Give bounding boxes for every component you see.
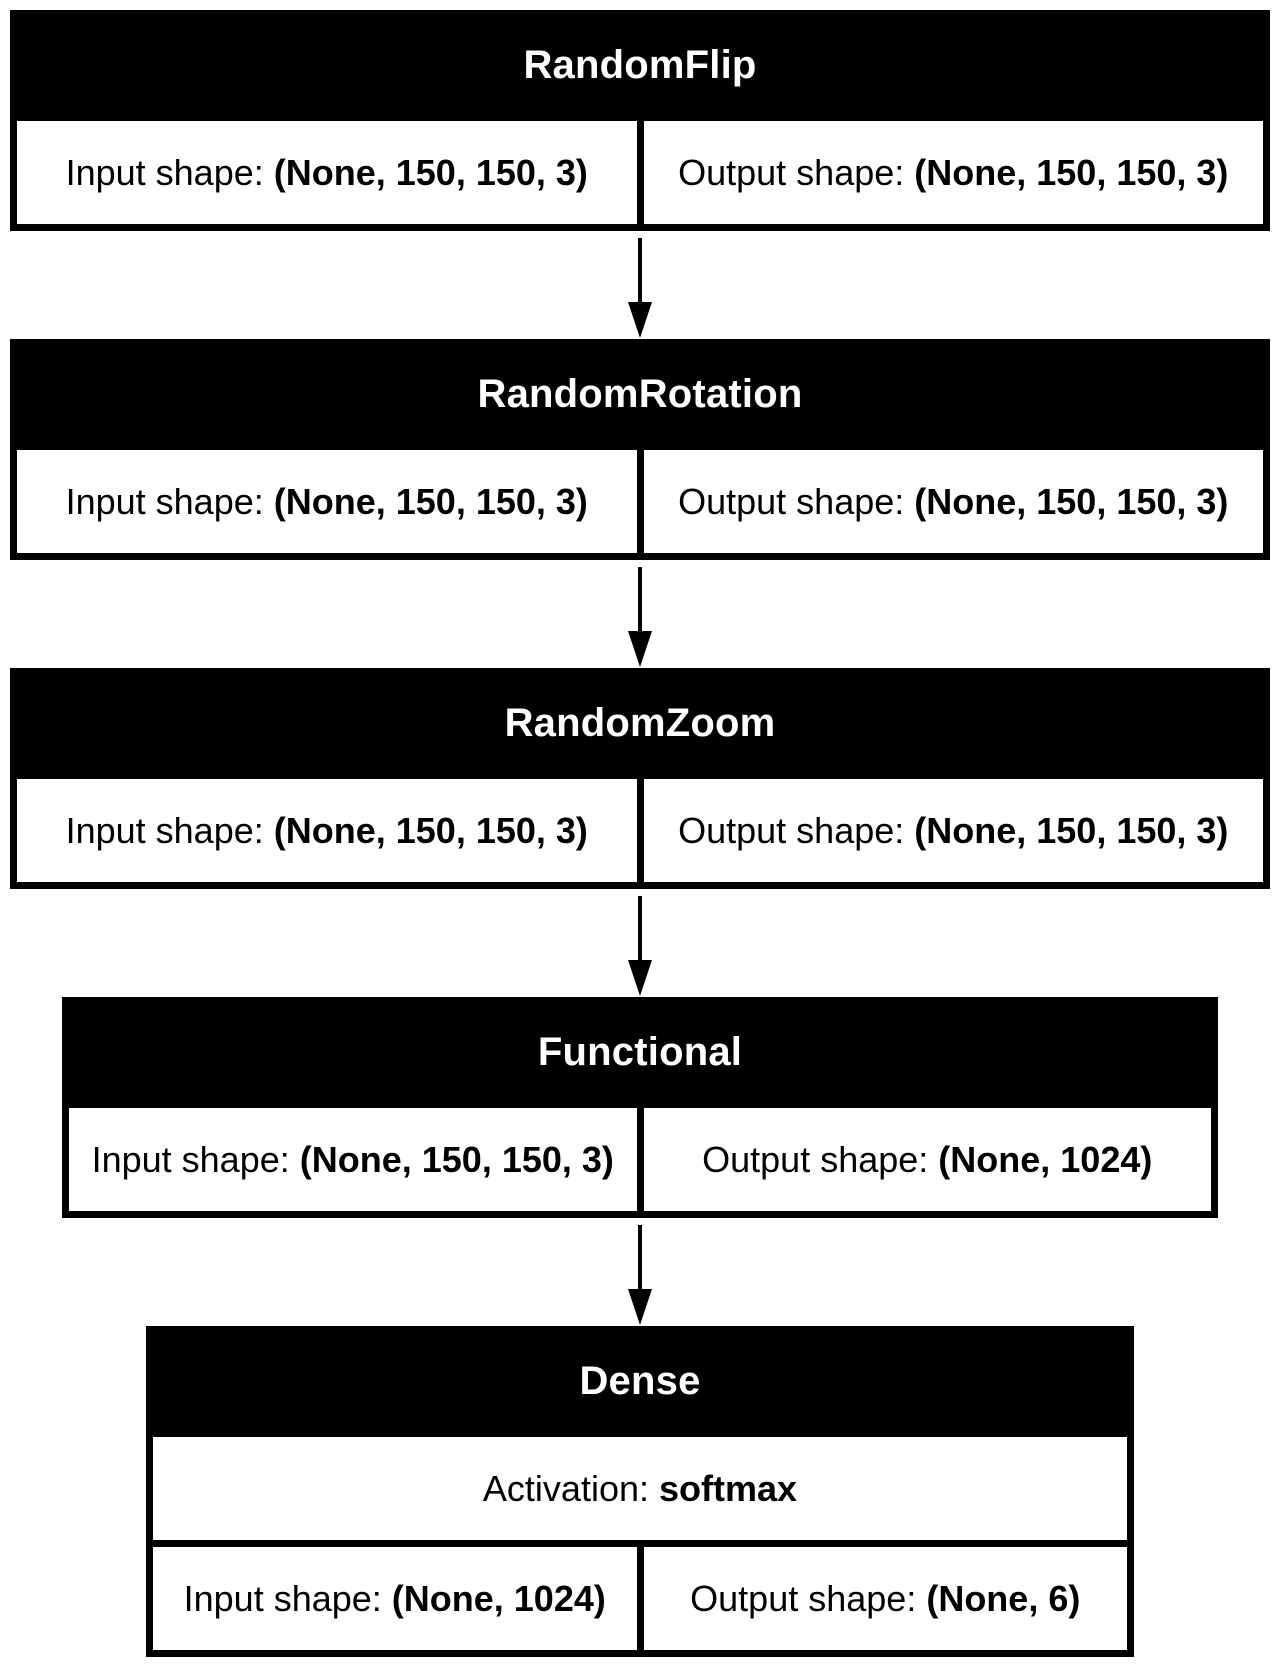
input-shape-cell: Input shape: (None, 150, 150, 3) <box>17 121 637 224</box>
input-shape-cell: Input shape: (None, 150, 150, 3) <box>69 1108 637 1211</box>
layer-node-randomflip: RandomFlip Input shape: (None, 150, 150,… <box>10 10 1270 231</box>
edge-functional-to-dense <box>628 1225 652 1325</box>
output-shape-label: Output shape: <box>690 1577 927 1619</box>
input-shape-value: (None, 150, 150, 3) <box>273 151 588 193</box>
output-shape-label: Output shape: <box>678 480 915 522</box>
input-shape-value: (None, 150, 150, 3) <box>273 480 588 522</box>
input-shape-label: Input shape: <box>183 1577 392 1619</box>
input-shape-label: Input shape: <box>65 480 274 522</box>
layer-node-dense: Dense Activation: softmax Input shape: (… <box>146 1326 1134 1657</box>
input-shape-label: Input shape: <box>91 1138 300 1180</box>
output-shape-cell: Output shape: (None, 150, 150, 3) <box>643 779 1263 882</box>
output-shape-value: (None, 150, 150, 3) <box>914 151 1229 193</box>
output-shape-cell: Output shape: (None, 1024) <box>643 1108 1211 1211</box>
shape-row: Input shape: (None, 150, 150, 3) Output … <box>69 1108 1211 1211</box>
layer-title: RandomFlip <box>523 43 757 87</box>
layer-node-functional: Functional Input shape: (None, 150, 150,… <box>62 997 1218 1218</box>
output-shape-value: (None, 6) <box>926 1577 1081 1619</box>
layer-title: RandomRotation <box>477 372 803 416</box>
output-shape-label: Output shape: <box>678 151 915 193</box>
edge-randomflip-to-randomrotation <box>628 238 652 338</box>
output-shape-cell: Output shape: (None, 150, 150, 3) <box>643 121 1263 224</box>
layer-node-randomzoom: RandomZoom Input shape: (None, 150, 150,… <box>10 668 1270 889</box>
shape-row: Input shape: (None, 150, 150, 3) Output … <box>17 121 1263 224</box>
output-shape-cell: Output shape: (None, 6) <box>643 1547 1127 1650</box>
activation-cell: Activation: softmax <box>153 1437 1127 1540</box>
output-shape-value: (None, 1024) <box>938 1138 1153 1180</box>
input-shape-label: Input shape: <box>65 809 274 851</box>
input-shape-value: (None, 150, 150, 3) <box>299 1138 614 1180</box>
edge-randomrotation-to-randomzoom <box>628 567 652 667</box>
shape-row: Input shape: (None, 1024) Output shape: … <box>153 1547 1127 1650</box>
activation-label: Activation: <box>482 1467 660 1509</box>
edge-randomzoom-to-functional <box>628 896 652 996</box>
output-shape-value: (None, 150, 150, 3) <box>914 480 1229 522</box>
input-shape-cell: Input shape: (None, 1024) <box>153 1547 637 1650</box>
layer-node-randomrotation: RandomRotation Input shape: (None, 150, … <box>10 339 1270 560</box>
layer-title: RandomZoom <box>504 701 776 745</box>
shape-row: Input shape: (None, 150, 150, 3) Output … <box>17 779 1263 882</box>
output-shape-label: Output shape: <box>702 1138 939 1180</box>
shape-row: Input shape: (None, 150, 150, 3) Output … <box>17 450 1263 553</box>
output-shape-value: (None, 150, 150, 3) <box>914 809 1229 851</box>
input-shape-label: Input shape: <box>65 151 274 193</box>
output-shape-label: Output shape: <box>678 809 915 851</box>
input-shape-value: (None, 1024) <box>391 1577 606 1619</box>
input-shape-cell: Input shape: (None, 150, 150, 3) <box>17 450 637 553</box>
layer-title: Functional <box>537 1030 743 1074</box>
activation-value: softmax <box>659 1467 798 1509</box>
layer-title: Dense <box>579 1359 701 1403</box>
input-shape-value: (None, 150, 150, 3) <box>273 809 588 851</box>
activation-row: Activation: softmax <box>153 1437 1127 1540</box>
input-shape-cell: Input shape: (None, 150, 150, 3) <box>17 779 637 882</box>
output-shape-cell: Output shape: (None, 150, 150, 3) <box>643 450 1263 553</box>
